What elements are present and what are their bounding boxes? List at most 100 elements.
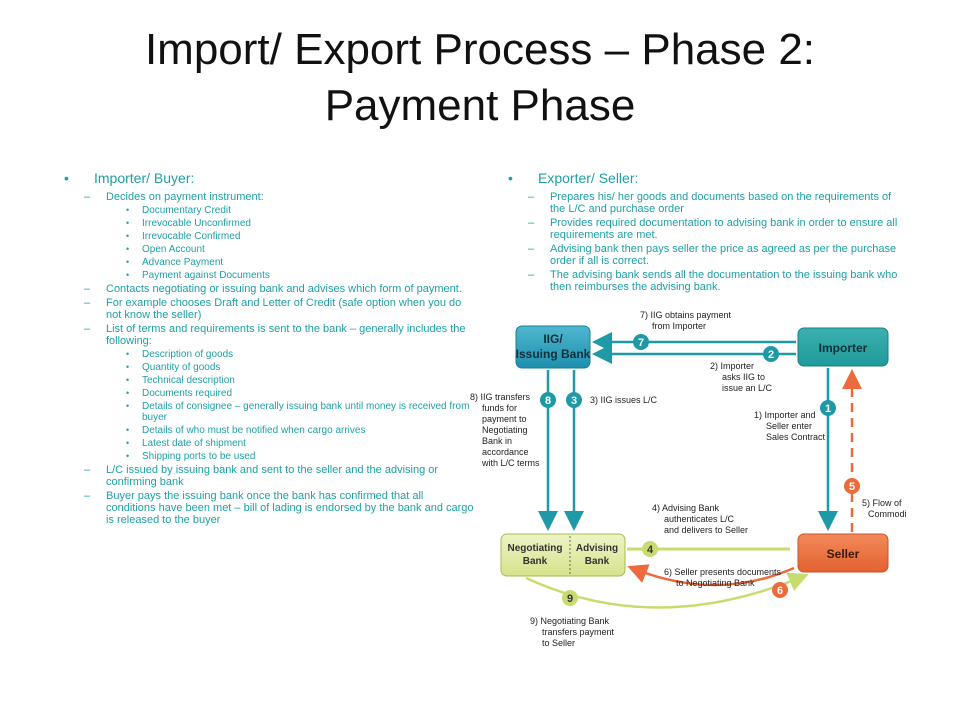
step-1-label: 1) Importer and Seller enter Sales Contr…: [754, 410, 826, 442]
instrument-text: Documentary Credit: [142, 205, 231, 216]
exporter-item: – The advising bank sends all the documen…: [508, 269, 900, 293]
step-2-label-line: 2) Importer: [710, 361, 754, 371]
dash-icon: –: [84, 191, 91, 203]
step-7-number: 7: [638, 337, 644, 349]
step-8-label-line: accordance: [482, 447, 529, 457]
seller-box-shape: [797, 533, 889, 573]
term-text: Details of consignee – generally issuing…: [142, 401, 470, 423]
instrument-item: • Advance Payment: [64, 257, 474, 268]
terms-item: –List of terms and requirements is sent …: [64, 323, 474, 347]
dash-icon: –: [84, 490, 91, 502]
step-8-label-line: payment to: [482, 414, 527, 424]
step-9-badge: 9: [562, 590, 578, 606]
payment-flow-diagram: IIG/ Issuing Bank Importer Seller Negoti…: [470, 310, 906, 648]
term-text: Latest date of shipment: [142, 438, 246, 449]
bank-box-shape: [500, 533, 626, 577]
decides-item: – Decides on payment instrument:: [64, 191, 474, 203]
step-6-label-line: 6) Seller presents documents: [664, 567, 782, 577]
step-3-label: 3) IIG issues L/C: [590, 395, 658, 405]
importer-heading: •Importer/ Buyer:: [64, 170, 474, 187]
step-5-label-line: 5) Flow of: [862, 498, 902, 508]
exporter-item-text: Advising bank then pays seller the price…: [550, 243, 897, 267]
instrument-text: Irrevocable Unconfirmed: [142, 218, 251, 229]
dash-icon: –: [528, 243, 535, 255]
instrument-item: •Payment against Documents: [64, 270, 474, 281]
lc-issued-item: – L/C issued by issuing bank and sent to …: [64, 464, 474, 488]
step-5-label-line: Commodity: [868, 509, 906, 519]
step-3-number: 3: [571, 395, 577, 407]
decides-text: Decides on payment instrument:: [106, 191, 264, 203]
instrument-text: Advance Payment: [142, 257, 224, 268]
instrument-text: Irrevocable Confirmed: [142, 231, 241, 242]
step-9-number: 9: [567, 593, 573, 605]
advising-label-line1: Advising: [576, 543, 618, 554]
step-1-label-line: 1) Importer and: [754, 410, 816, 420]
term-item: •Technical description: [64, 375, 474, 386]
lc-issued-text: L/C issued by issuing bank and sent to t…: [106, 464, 439, 488]
step-6-badge: 6: [772, 582, 788, 598]
instrument-text: Payment against Documents: [142, 270, 270, 281]
bullet-icon: •: [126, 218, 130, 228]
term-text: Details of who must be notified when car…: [142, 425, 366, 436]
step-8-label-line: 8) IIG transfers: [470, 392, 531, 402]
step-1-label-line: Sales Contract: [766, 432, 826, 442]
instrument-item: •Irrevocable Confirmed: [64, 231, 474, 242]
step-4-label: 4) Advising Bank authenticates L/C and d…: [652, 503, 748, 535]
step-8-label-line: funds for: [482, 403, 517, 413]
dash-icon: –: [84, 323, 91, 335]
importer-box: Importer: [797, 327, 889, 367]
step-7-label-line: from Importer: [652, 321, 706, 331]
step-6-label: 6) Seller presents documents to Negotiat…: [664, 567, 782, 588]
instrument-item: •Documentary Credit: [64, 205, 474, 216]
arrow-step-6: [627, 564, 795, 587]
buyer-pays-item: –Buyer pays the issuing bank once the ba…: [64, 490, 474, 526]
bullet-icon: •: [126, 375, 130, 385]
iig-issuing-bank-box: IIG/ Issuing Bank: [515, 325, 591, 369]
step-9-label-line: transfers payment: [542, 627, 615, 637]
bullet-icon: •: [126, 257, 130, 267]
importer-label: Importer: [819, 341, 868, 355]
step-1-badge: 1: [820, 400, 836, 416]
contacts-text: Contacts negotiating or issuing bank and…: [106, 283, 462, 295]
step-6-number: 6: [777, 585, 783, 597]
bullet-icon: •: [126, 401, 130, 411]
bullet-icon: •: [126, 349, 130, 359]
step-9-label-line: to Seller: [542, 638, 575, 648]
term-item: •Description of goods: [64, 349, 474, 360]
dash-icon: –: [84, 464, 91, 476]
negotiating-label-line1: Negotiating: [508, 543, 563, 554]
step-2-label-line: issue an L/C: [722, 383, 773, 393]
step-4-badge: 4: [642, 541, 658, 557]
step-5-label: 5) Flow of Commodity: [862, 498, 906, 519]
step-3-badge: 3: [566, 392, 582, 408]
iig-label-line2: Issuing Bank: [516, 347, 591, 361]
exporter-item-text: Prepares his/ her goods and documents ba…: [550, 191, 892, 215]
dash-icon: –: [528, 191, 535, 203]
step-6-label-line: to Negotiating Bank: [676, 578, 755, 588]
step-4-label-line: authenticates L/C: [664, 514, 735, 524]
term-item: • Details of consignee – generally issuin…: [64, 401, 474, 423]
negotiating-label-line2: Bank: [523, 556, 548, 567]
dash-icon: –: [528, 217, 535, 229]
step-8-label: 8) IIG transfers funds for payment to Ne…: [470, 392, 540, 468]
step-1-label-line: Seller enter: [766, 421, 812, 431]
term-text: Shipping ports to be used: [142, 451, 256, 462]
term-item: •Details of who must be notified when ca…: [64, 425, 474, 436]
step-9-label-line: 9) Negotiating Bank: [530, 616, 610, 626]
step-2-label: 2) Importer asks IIG to issue an L/C: [710, 361, 773, 393]
importer-column: •Importer/ Buyer: – Decides on payment in…: [64, 170, 474, 528]
exporter-item-text: The advising bank sends all the document…: [550, 269, 898, 293]
dash-icon: –: [528, 269, 535, 281]
step-1-number: 1: [825, 403, 831, 415]
arrow-step-9: [525, 572, 809, 609]
term-item: •Shipping ports to be used: [64, 451, 474, 462]
instrument-item: • Irrevocable Unconfirmed: [64, 218, 474, 229]
importer-box-shape: [797, 327, 889, 367]
bullet-icon: •: [126, 388, 130, 398]
term-item: •Latest date of shipment: [64, 438, 474, 449]
instrument-item: •Open Account: [64, 244, 474, 255]
exporter-heading-text: Exporter/ Seller:: [538, 170, 639, 186]
bullet-icon: •: [126, 362, 130, 372]
example-text: For example chooses Draft and Letter of …: [106, 297, 462, 321]
title-line-2: Payment Phase: [324, 81, 636, 130]
